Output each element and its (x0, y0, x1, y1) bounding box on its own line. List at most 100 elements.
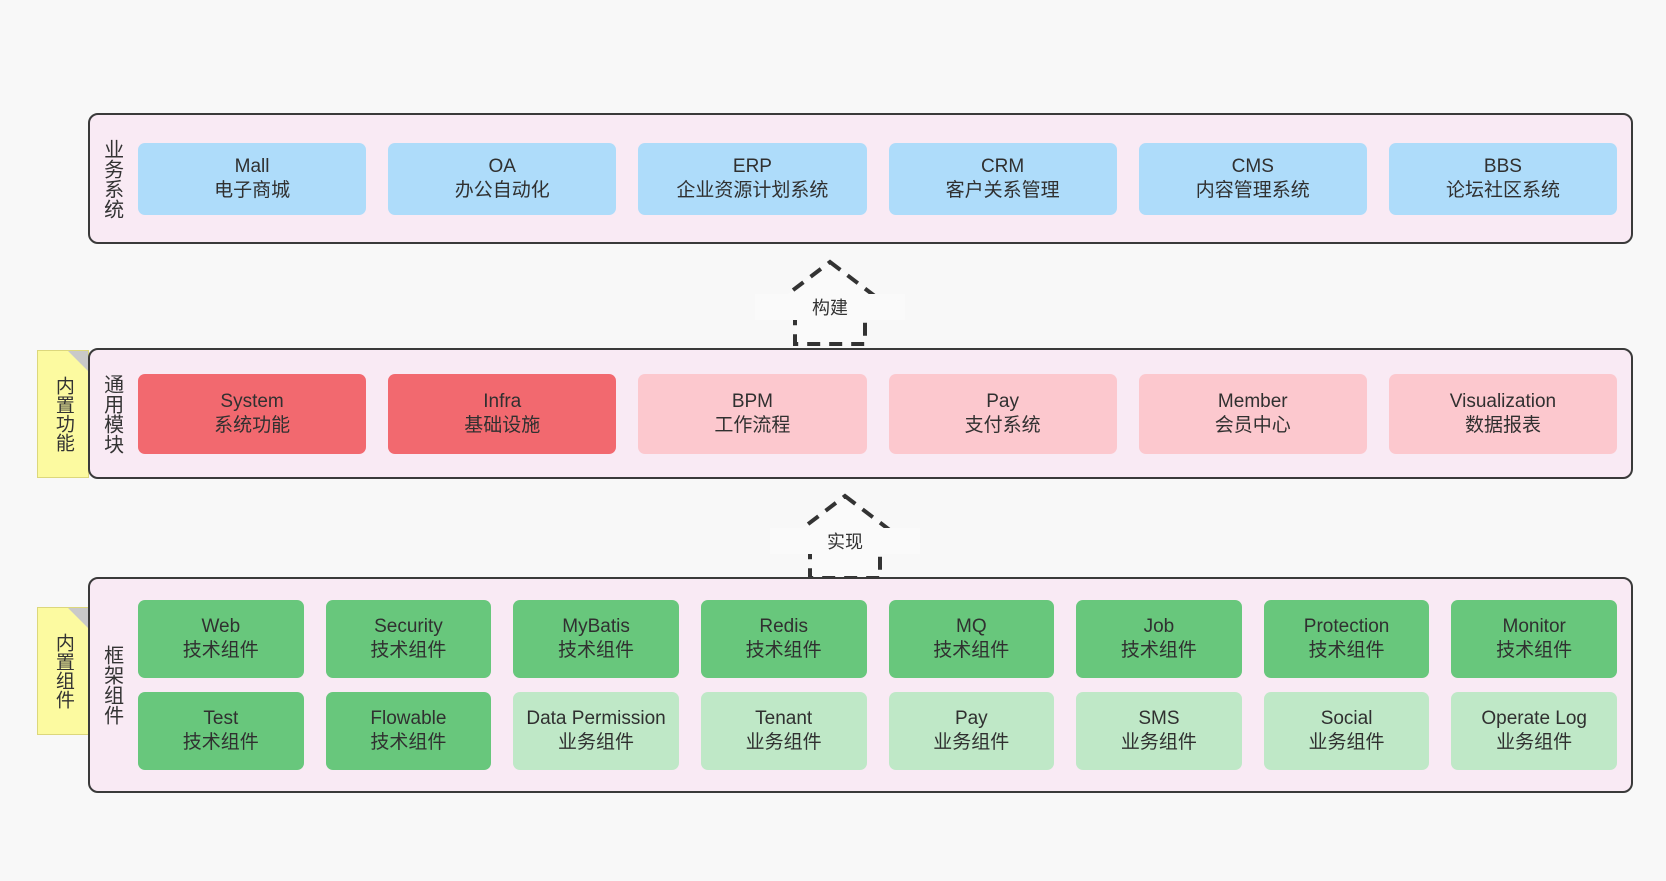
card-flowable-cn: 技术组件 (370, 732, 447, 753)
card-cms-en: CMS (1231, 155, 1274, 177)
card-protection-en: Protection (1303, 616, 1390, 638)
card-data-permission-en: Data Permission (526, 708, 666, 730)
card-operate-log[interactable]: Operate Log 业务组件 (1451, 692, 1617, 770)
card-job[interactable]: Job 技术组件 (1076, 600, 1242, 678)
framework-business-row: Test 技术组件 Flowable 技术组件 Data Permission … (138, 692, 1617, 770)
card-data-permission-cn: 业务组件 (558, 732, 635, 753)
layer-framework-components: 框架组件 Web 技术组件 Security 技术组件 MyBatis 技术组件… (88, 577, 1633, 793)
framework-tech-row: Web 技术组件 Security 技术组件 MyBatis 技术组件 Redi… (138, 600, 1617, 678)
card-monitor-cn: 技术组件 (1496, 640, 1573, 661)
card-member-cn: 会员中心 (1214, 414, 1291, 436)
card-flowable[interactable]: Flowable 技术组件 (325, 692, 492, 770)
card-mybatis-en: MyBatis (562, 616, 630, 638)
card-infra-en: Infra (483, 390, 522, 412)
note-builtin-functions-label: 内置功能 (52, 376, 74, 452)
card-bpm[interactable]: BPM 工作流程 (638, 373, 867, 454)
card-bpm-en: BPM (731, 390, 774, 412)
card-pay-component-cn: 业务组件 (933, 732, 1010, 753)
card-web-en: Web (201, 616, 241, 638)
card-sms[interactable]: SMS 业务组件 (1076, 692, 1242, 770)
card-mall-cn: 电子商城 (214, 179, 291, 201)
card-tenant-en: Tenant (755, 708, 813, 730)
card-flowable-en: Flowable (370, 708, 447, 730)
arrow-implement: 实现 (770, 492, 920, 580)
card-cms-cn: 内容管理系统 (1195, 179, 1310, 201)
note-builtin-components: 内置组件 (37, 607, 89, 735)
card-mq[interactable]: MQ 技术组件 (888, 600, 1055, 678)
card-security-cn: 技术组件 (370, 640, 447, 661)
card-crm[interactable]: CRM 客户关系管理 (888, 142, 1117, 215)
card-visualization[interactable]: Visualization 数据报表 (1388, 373, 1618, 454)
card-pay-component-en: Pay (954, 708, 988, 730)
card-infra-cn: 基础设施 (464, 414, 541, 436)
card-bpm-cn: 工作流程 (714, 414, 791, 436)
arrow-build: 构建 (755, 258, 905, 346)
arrow-implement-label: 实现 (770, 528, 920, 554)
card-web-cn: 技术组件 (182, 640, 259, 661)
layer-business-systems-title: 业务系统 (100, 138, 123, 219)
card-visualization-cn: 数据报表 (1464, 414, 1541, 436)
card-data-permission[interactable]: Data Permission 业务组件 (513, 692, 679, 770)
card-erp-en: ERP (732, 155, 772, 177)
card-protection-cn: 技术组件 (1308, 640, 1385, 661)
card-mybatis-cn: 技术组件 (558, 640, 635, 661)
card-test-cn: 技术组件 (182, 732, 259, 753)
card-security[interactable]: Security 技术组件 (325, 600, 492, 678)
card-pay-component[interactable]: Pay 业务组件 (888, 692, 1055, 770)
card-redis[interactable]: Redis 技术组件 (700, 600, 867, 678)
card-job-cn: 技术组件 (1120, 640, 1197, 661)
card-security-en: Security (374, 616, 443, 638)
card-member-en: Member (1217, 390, 1288, 412)
card-mall-en: Mall (234, 155, 270, 177)
card-operate-log-cn: 业务组件 (1496, 732, 1573, 753)
card-web[interactable]: Web 技术组件 (138, 600, 304, 678)
card-erp[interactable]: ERP 企业资源计划系统 (638, 142, 867, 215)
card-oa[interactable]: OA 办公自动化 (388, 142, 617, 215)
card-pay-module-en: Pay (986, 390, 1019, 412)
arrow-build-label: 构建 (755, 294, 905, 320)
layer-framework-components-body: Web 技术组件 Security 技术组件 MyBatis 技术组件 Redi… (132, 579, 1631, 791)
card-system[interactable]: System 系统功能 (138, 373, 367, 454)
card-mall[interactable]: Mall 电子商城 (138, 142, 367, 215)
card-redis-en: Redis (759, 616, 808, 638)
card-visualization-en: Visualization (1449, 390, 1557, 412)
layer-business-systems: 业务系统 Mall 电子商城 OA 办公自动化 ERP 企业资源计划系统 CRM… (88, 113, 1633, 244)
card-test-en: Test (203, 708, 239, 730)
card-infra[interactable]: Infra 基础设施 (388, 373, 617, 454)
card-mybatis[interactable]: MyBatis 技术组件 (513, 600, 679, 678)
layer-business-systems-body: Mall 电子商城 OA 办公自动化 ERP 企业资源计划系统 CRM 客户关系… (132, 115, 1631, 242)
layer-common-modules: 通用模块 System 系统功能 Infra 基础设施 BPM 工作流程 Pay… (88, 348, 1633, 479)
note-builtin-components-label: 内置组件 (52, 633, 74, 709)
card-crm-cn: 客户关系管理 (945, 179, 1060, 201)
card-system-cn: 系统功能 (214, 414, 291, 436)
card-bbs[interactable]: BBS 论坛社区系统 (1388, 142, 1618, 215)
business-card-row: Mall 电子商城 OA 办公自动化 ERP 企业资源计划系统 CRM 客户关系… (138, 142, 1618, 215)
card-member[interactable]: Member 会员中心 (1138, 373, 1367, 454)
card-cms[interactable]: CMS 内容管理系统 (1138, 142, 1367, 215)
card-bbs-cn: 论坛社区系统 (1445, 179, 1560, 201)
card-sms-en: SMS (1138, 708, 1180, 730)
card-pay-module[interactable]: Pay 支付系统 (888, 373, 1117, 454)
card-sms-cn: 业务组件 (1120, 732, 1197, 753)
card-tenant-cn: 业务组件 (745, 732, 822, 753)
card-crm-en: CRM (980, 155, 1025, 177)
card-protection[interactable]: Protection 技术组件 (1263, 600, 1430, 678)
card-social-cn: 业务组件 (1308, 732, 1385, 753)
layer-common-modules-title: 通用模块 (100, 373, 123, 454)
card-oa-cn: 办公自动化 (454, 179, 550, 201)
card-monitor[interactable]: Monitor 技术组件 (1451, 600, 1617, 678)
card-social[interactable]: Social 业务组件 (1263, 692, 1430, 770)
layer-common-modules-body: System 系统功能 Infra 基础设施 BPM 工作流程 Pay 支付系统… (132, 350, 1631, 477)
card-oa-en: OA (488, 155, 516, 177)
card-redis-cn: 技术组件 (745, 640, 822, 661)
card-operate-log-en: Operate Log (1481, 708, 1587, 730)
card-tenant[interactable]: Tenant 业务组件 (700, 692, 867, 770)
card-pay-module-cn: 支付系统 (964, 414, 1041, 436)
card-social-en: Social (1320, 708, 1373, 730)
card-mq-cn: 技术组件 (933, 640, 1010, 661)
card-test[interactable]: Test 技术组件 (138, 692, 304, 770)
layer-framework-components-title: 框架组件 (100, 645, 123, 725)
note-builtin-functions: 内置功能 (37, 350, 89, 478)
card-mq-en: MQ (956, 616, 987, 638)
card-monitor-en: Monitor (1502, 616, 1566, 638)
